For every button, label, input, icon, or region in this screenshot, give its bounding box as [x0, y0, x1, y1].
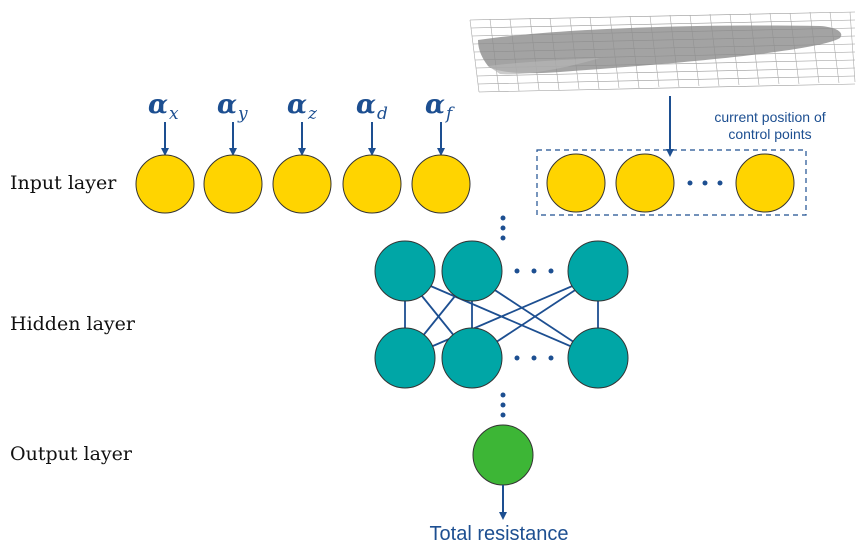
param-alpha-z: αz [287, 90, 318, 124]
param-alpha-x: αx [148, 90, 179, 124]
input-layer-label: Input layer [10, 172, 117, 194]
hidden-node [567, 327, 629, 389]
hidden-node [567, 240, 629, 302]
output-node [472, 424, 534, 486]
hidden-node [441, 240, 503, 302]
control-points-caption-line2: control points [728, 126, 811, 142]
input-node [411, 154, 471, 214]
control-points-ellipsis [687, 180, 723, 186]
vertical-ellipsis-bottom [500, 392, 506, 418]
param-alpha-f: αf [425, 90, 455, 124]
hidden-layer-label: Hidden layer [10, 313, 136, 335]
hidden-nodes [374, 240, 629, 389]
output-layer-label: Output layer [10, 443, 133, 465]
input-node [272, 154, 332, 214]
control-point-node [546, 153, 606, 213]
hidden-node [374, 327, 436, 389]
input-nodes [135, 154, 471, 214]
input-node [135, 154, 195, 214]
control-points-box [536, 149, 807, 216]
hidden-node [441, 327, 503, 389]
param-alpha-y: αy [217, 90, 248, 124]
parameter-arrows [161, 122, 445, 156]
vertical-ellipsis-top [500, 215, 506, 241]
hidden-ellipsis [514, 268, 554, 361]
control-point-node [615, 153, 675, 213]
output-caption: Total resistance [430, 523, 569, 544]
control-point-nodes [546, 153, 795, 213]
param-alpha-d: αd [356, 90, 388, 124]
input-node [203, 154, 263, 214]
control-points-caption-line1: current position of [714, 109, 825, 125]
input-node [342, 154, 402, 214]
ship-hull-mesh [469, 11, 856, 93]
control-point-node [735, 153, 795, 213]
hidden-node [374, 240, 436, 302]
hidden-connections [404, 274, 599, 359]
